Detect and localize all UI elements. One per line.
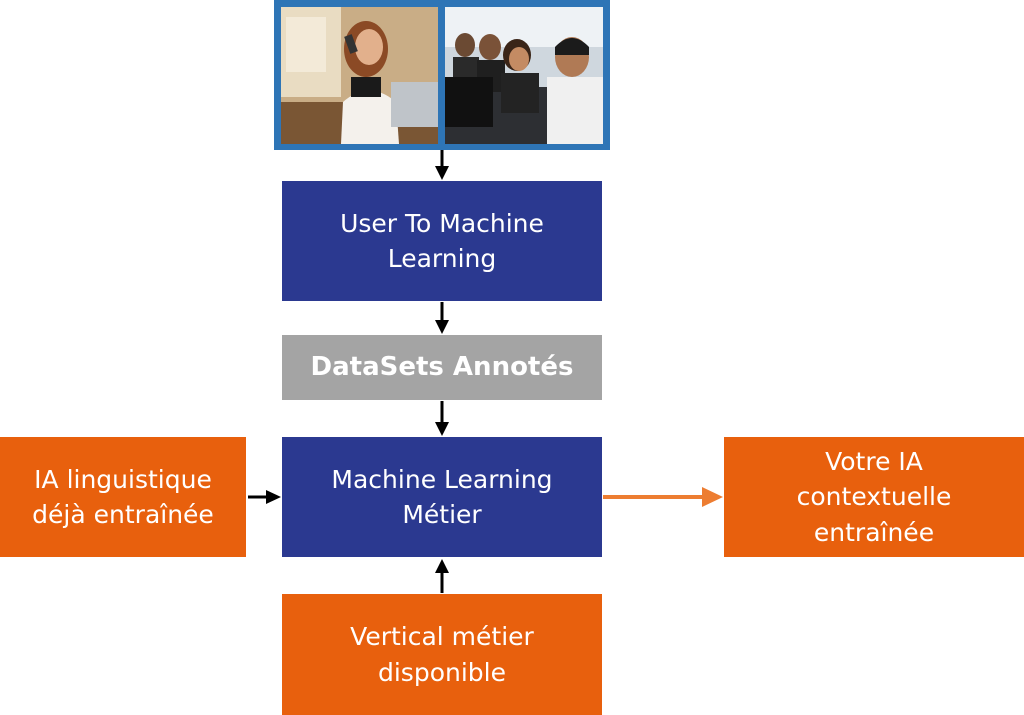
photo-woman-on-phone	[281, 7, 438, 144]
node-user-to-machine-learning: User To Machine Learning	[282, 181, 602, 301]
node-votre-ia: Votre IA contextuelle entraînée	[724, 437, 1024, 557]
node-vertical-metier-line1: Vertical métier	[350, 622, 534, 651]
arrow-photos-to-user-ml	[435, 150, 449, 180]
photo-call-center-agents	[445, 7, 603, 144]
arrow-vertical-metier-to-ml-metier	[435, 559, 449, 593]
node-machine-learning-metier: Machine Learning Métier	[282, 437, 602, 557]
node-machine-learning-metier-line2: Métier	[402, 500, 482, 529]
node-datasets-annotes-label: DataSets Annotés	[310, 352, 574, 383]
node-vertical-metier-line2: disponible	[377, 657, 506, 687]
arrow-ml-metier-to-votre-ia	[603, 487, 723, 507]
node-ia-linguistique-line2: déjà entraînée	[32, 500, 214, 529]
node-vertical-metier: Vertical métier disponible	[282, 594, 602, 715]
node-ia-linguistique-line1: IA linguistique	[34, 464, 212, 494]
node-user-to-machine-learning-line2: Learning	[387, 244, 497, 273]
photo-frame	[274, 0, 610, 150]
node-ia-linguistique: IA linguistique déjà entraînée	[0, 437, 246, 557]
node-datasets-annotes: DataSets Annotés	[282, 335, 602, 400]
arrow-ia-linguistique-to-ml-metier	[248, 490, 281, 504]
node-user-to-machine-learning-line1: User To Machine	[340, 208, 544, 238]
arrow-datasets-to-ml-metier	[435, 401, 449, 436]
arrow-user-ml-to-datasets	[435, 302, 449, 334]
node-votre-ia-line2: contextuelle	[796, 482, 952, 512]
node-votre-ia-line3: entraînée	[813, 517, 935, 547]
node-votre-ia-line1: Votre IA	[825, 446, 923, 476]
node-machine-learning-metier-line1: Machine Learning	[331, 464, 553, 494]
